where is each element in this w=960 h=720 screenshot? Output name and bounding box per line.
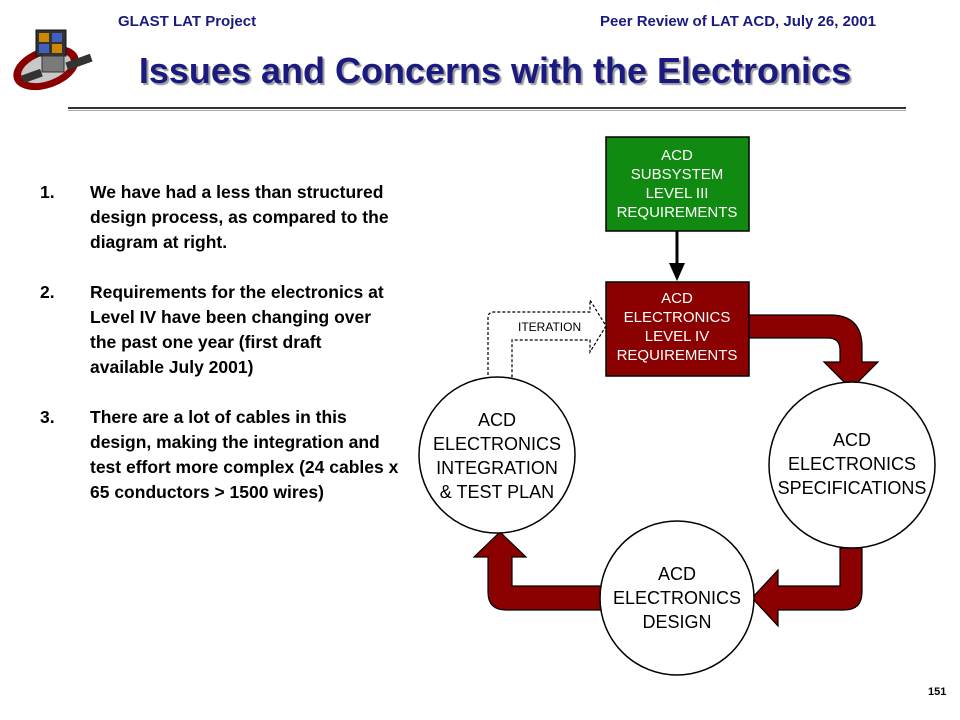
integration-test-plan-circle: ACD ELECTRONICS INTEGRATION & TEST PLAN bbox=[418, 376, 576, 534]
circle-line: ACD bbox=[658, 564, 696, 584]
flow-arrow-to-design bbox=[751, 547, 863, 628]
list-item: 1. We have had a less than structured de… bbox=[40, 180, 400, 255]
item-number: 1. bbox=[40, 182, 55, 202]
design-circle: ACD ELECTRONICS DESIGN bbox=[599, 520, 755, 676]
box-line: SUBSYSTEM bbox=[631, 166, 724, 183]
box-line: LEVEL IV bbox=[645, 328, 709, 345]
concerns-list: 1. We have had a less than structured de… bbox=[40, 180, 400, 530]
list-item: 2. Requirements for the electronics at L… bbox=[40, 280, 400, 380]
box-line: REQUIREMENTS bbox=[617, 347, 738, 364]
title-rule-shadow bbox=[68, 110, 906, 111]
circle-line: ELECTRONICS bbox=[613, 588, 741, 608]
item-text: Requirements for the electronics at Leve… bbox=[90, 282, 384, 377]
box-line: ELECTRONICS bbox=[624, 309, 731, 326]
title-rule bbox=[68, 107, 906, 109]
circle-line: INTEGRATION bbox=[436, 458, 558, 478]
circle-line: ACD bbox=[833, 430, 871, 450]
circle-line: SPECIFICATIONS bbox=[778, 478, 927, 498]
page-title: Issues and Concerns with the Electronics bbox=[138, 50, 852, 91]
glast-satellite-logo bbox=[13, 29, 93, 91]
flow-arrow-to-specs bbox=[748, 314, 880, 390]
box-line: REQUIREMENTS bbox=[617, 204, 738, 221]
box-line: ACD bbox=[661, 147, 693, 164]
item-number: 2. bbox=[40, 282, 55, 302]
item-text: There are a lot of cables in this design… bbox=[90, 407, 399, 502]
list-item: 3. There are a lot of cables in this des… bbox=[40, 405, 400, 505]
circle-line: & TEST PLAN bbox=[440, 482, 554, 502]
flow-arrow-to-integration bbox=[472, 531, 603, 611]
flow-arrow bbox=[669, 231, 685, 281]
level-iv-requirements-box: ACD ELECTRONICS LEVEL IV REQUIREMENTS bbox=[605, 281, 750, 377]
circle-line: ELECTRONICS bbox=[788, 454, 916, 474]
item-text: We have had a less than structured desig… bbox=[90, 182, 389, 252]
box-line: ACD bbox=[661, 290, 693, 307]
iteration-arrow: ITERATION bbox=[487, 297, 607, 381]
page-number: 151 bbox=[928, 686, 947, 698]
level-iii-requirements-box: ACD SUBSYSTEM LEVEL III REQUIREMENTS bbox=[605, 136, 750, 232]
header-project: GLAST LAT Project bbox=[118, 13, 257, 30]
circle-line: DESIGN bbox=[642, 612, 711, 632]
item-number: 3. bbox=[40, 407, 55, 427]
specifications-circle: ACD ELECTRONICS SPECIFICATIONS bbox=[768, 381, 936, 549]
iteration-label: ITERATION bbox=[518, 320, 581, 334]
circle-line: ACD bbox=[478, 410, 516, 430]
circle-line: ELECTRONICS bbox=[433, 434, 561, 454]
box-line: LEVEL III bbox=[646, 185, 709, 202]
header-review: Peer Review of LAT ACD, July 26, 2001 bbox=[600, 13, 876, 30]
